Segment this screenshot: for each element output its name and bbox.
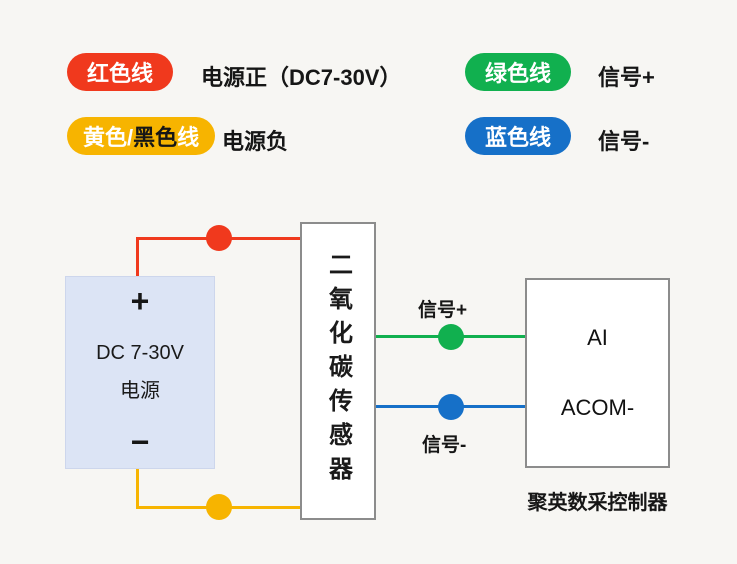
green-wire-connector-dot: [438, 324, 464, 350]
legend-badge-yellow-part: 黄色/: [83, 125, 134, 150]
legend-badge-yellow-black-wire: 黄色/ 黑色 线: [67, 117, 216, 155]
legend-badge-blue-wire: 蓝色线: [465, 117, 572, 155]
red-wire-connector-dot: [206, 225, 232, 251]
power-supply-voltage: DC 7-30V: [96, 341, 184, 364]
red-wire-vertical-segment: [136, 237, 139, 277]
yellow-wire-connector-dot: [206, 494, 232, 520]
controller-box: AI ACOM-: [525, 278, 670, 468]
blue-wire-connector-dot: [438, 394, 464, 420]
legend-badge-wire-part: 线: [177, 125, 200, 150]
power-supply-box: + DC 7-30V 电源 −: [65, 276, 215, 469]
legend-badge-black-part: 黑色: [133, 125, 178, 150]
controller-caption: 聚英数采控制器: [527, 492, 668, 514]
yellow-wire-vertical-segment: [136, 468, 139, 509]
co2-sensor-box: 二氧化碳传感器: [300, 222, 376, 520]
legend-desc-signal-minus: 信号-: [598, 129, 650, 154]
power-supply-text: 电源: [120, 379, 160, 402]
legend-desc-power-positive: 电源正（DC7-30V）: [201, 65, 402, 90]
legend-badge-green-wire: 绿色线: [465, 53, 572, 91]
power-supply-label: DC 7-30V 电源: [96, 334, 184, 410]
signal-minus-wire-label: 信号-: [422, 435, 467, 456]
power-minus-terminal: −: [130, 424, 150, 460]
controller-port-ai: AI: [587, 324, 608, 350]
legend-desc-power-negative: 电源负: [222, 129, 289, 154]
legend-desc-signal-plus: 信号+: [598, 65, 655, 90]
controller-port-acom: ACOM-: [560, 395, 635, 421]
signal-plus-wire-label: 信号+: [418, 300, 468, 321]
power-plus-terminal: +: [130, 283, 150, 319]
legend-badge-red-wire: 红色线: [67, 53, 174, 91]
co2-sensor-label: 二氧化碳传感器: [324, 252, 352, 490]
